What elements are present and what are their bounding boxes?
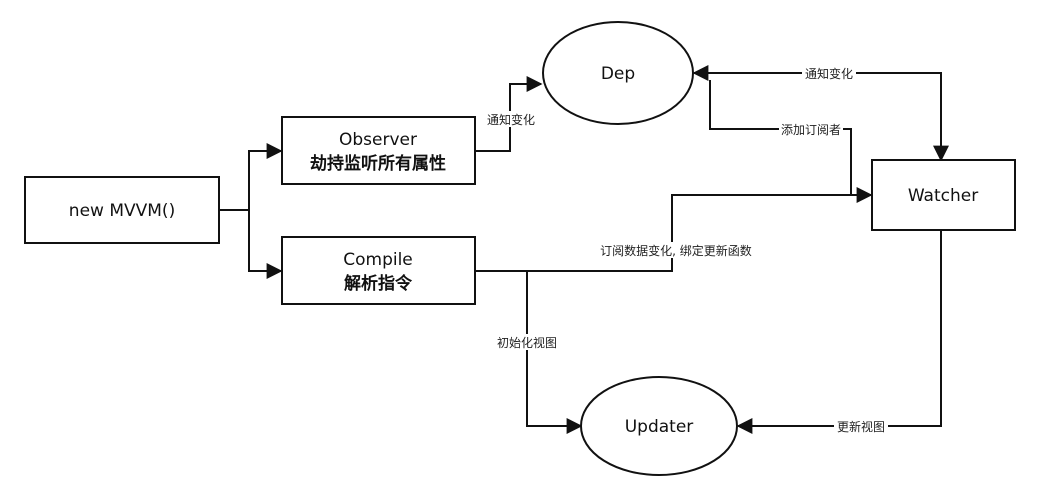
svg-text:Updater: Updater <box>625 417 694 437</box>
edge-mvvm-to-observer <box>219 143 283 211</box>
node-dep: Dep <box>542 21 694 125</box>
label-observer-to-dep: 通知变化 <box>484 111 538 127</box>
label-dep-to-watcher: 通知变化 <box>802 65 856 81</box>
svg-text:更新视图: 更新视图 <box>837 419 885 434</box>
label-compile-to-updater: 初始化视图 <box>494 334 560 350</box>
svg-text:Dep: Dep <box>601 64 635 84</box>
svg-text:new MVVM(): new MVVM() <box>69 201 175 221</box>
node-mvvm: new MVVM() <box>24 176 220 244</box>
svg-text:通知变化: 通知变化 <box>805 66 853 81</box>
svg-text:订阅数据变化, 绑定更新函数: 订阅数据变化, 绑定更新函数 <box>600 243 752 258</box>
svg-text:劫持监听所有属性: 劫持监听所有属性 <box>310 153 446 174</box>
edge-watcher-to-updater <box>736 230 942 434</box>
svg-text:添加订阅者: 添加订阅者 <box>781 123 841 137</box>
edge-watcher-to-dep <box>709 80 852 195</box>
edge-mvvm-to-compile <box>248 210 283 279</box>
svg-text:通知变化: 通知变化 <box>487 112 535 127</box>
node-updater: Updater <box>580 376 738 476</box>
svg-text:初始化视图: 初始化视图 <box>497 335 557 350</box>
label-compile-to-watcher: 订阅数据变化, 绑定更新函数 <box>590 242 762 258</box>
edge-compile-to-updater <box>526 271 583 434</box>
node-observer: Observer 劫持监听所有属性 <box>281 116 476 185</box>
node-compile: Compile 解析指令 <box>281 236 476 305</box>
edge-dep-to-watcher <box>692 65 949 162</box>
label-watcher-to-dep: 添加订阅者 <box>779 121 843 137</box>
edge-compile-to-watcher <box>475 187 873 272</box>
svg-text:Observer: Observer <box>339 130 417 150</box>
label-watcher-to-updater: 更新视图 <box>834 418 888 434</box>
svg-text:Watcher: Watcher <box>908 186 978 206</box>
svg-text:解析指令: 解析指令 <box>344 273 413 294</box>
svg-text:Compile: Compile <box>343 250 413 270</box>
node-watcher: Watcher <box>871 159 1016 231</box>
